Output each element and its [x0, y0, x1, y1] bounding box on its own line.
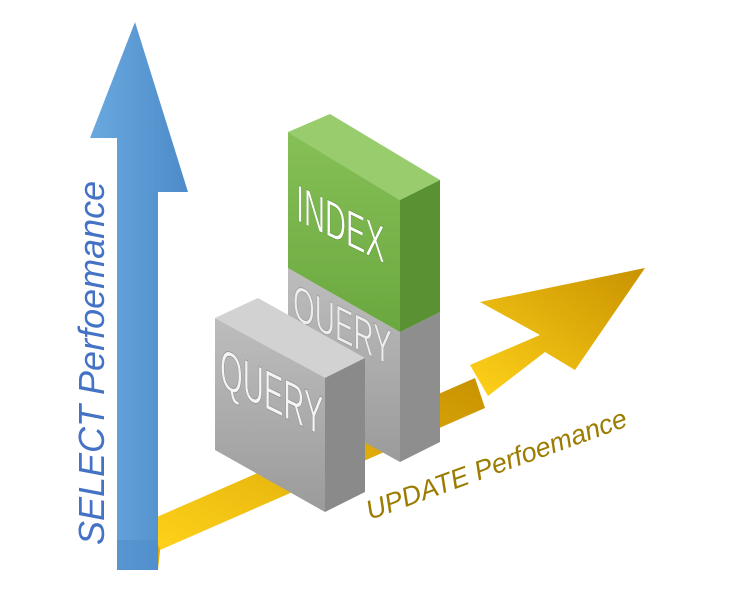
- select-performance-label: SELECT Perfoemance: [71, 181, 112, 545]
- front-query-block: QUERY: [215, 298, 365, 512]
- index-block: INDEX: [288, 114, 440, 332]
- select-performance-arrow: [90, 22, 188, 570]
